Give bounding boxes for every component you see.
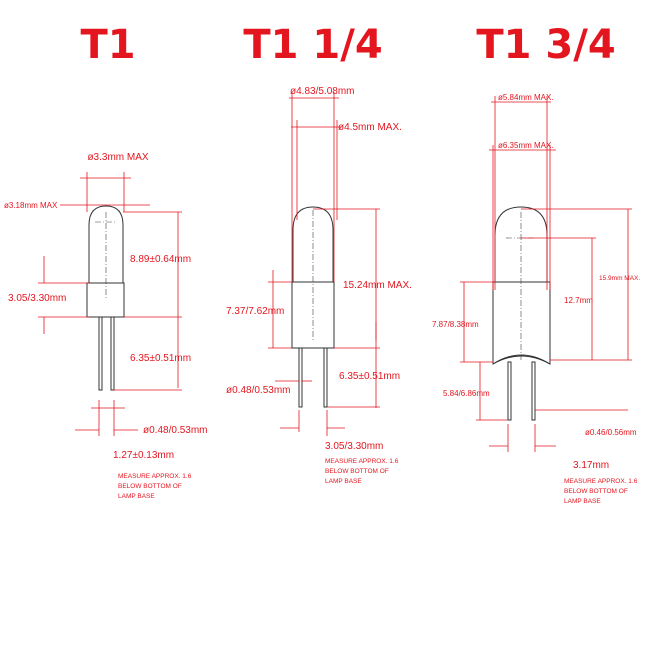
t1-1-4-lead-right xyxy=(323,347,328,408)
t1-3-4-lead-spacing: 3.17mm xyxy=(573,460,609,471)
t1-3-4-dimensions xyxy=(460,96,632,452)
t1-base-height: 3.05/3.30mm xyxy=(8,293,66,304)
t1-bulb-dia: ø3.3mm MAX xyxy=(87,152,148,163)
t1-dimensions xyxy=(38,172,182,436)
t1-1-4-lead-length: 6.35±0.51mm xyxy=(339,371,400,382)
t1-3-4-lead-right xyxy=(531,361,536,421)
t1-3-4-note-1: MEASURE APPROX. 1.6 xyxy=(564,478,638,485)
t1-3-4-lamp xyxy=(492,206,551,421)
t1-1-4-title: T1 1/4 xyxy=(243,22,382,68)
t1-3-4-bulb-dia: ø5.84mm MAX. xyxy=(498,93,554,102)
t1-lead-right xyxy=(110,316,115,391)
t1-3-4-base xyxy=(492,281,551,365)
t1-title: T1 xyxy=(80,22,135,68)
t1-1-4-dimensions xyxy=(268,92,380,436)
t1-3-4-body-height: 12.7mm xyxy=(564,296,593,305)
t1-glass-height: 8.89±0.64mm xyxy=(130,254,191,265)
t1-3-4-note-3: LAMP BASE xyxy=(564,498,601,505)
t1-3-4-lead-length: 5.84/6.86mm xyxy=(443,389,490,398)
t1-1-4-note-2: BELOW BOTTOM OF xyxy=(325,468,389,475)
t1-3-4-lead-left xyxy=(507,361,512,421)
t1-1-4-overall-height: 15.24mm MAX. xyxy=(343,280,412,291)
t1-note-3: LAMP BASE xyxy=(118,493,155,500)
t1-lead-length: 6.35±0.51mm xyxy=(130,353,191,364)
t1-base-dia: ø3.18mm MAX xyxy=(4,201,58,210)
t1-1-4-lamp xyxy=(291,206,335,408)
t1-base xyxy=(86,282,125,318)
t1-3-4-title: T1 3/4 xyxy=(476,22,615,68)
t1-1-4-lead-left xyxy=(298,347,303,408)
t1-1-4-bulb-dia: ø4.5mm MAX. xyxy=(338,122,402,133)
t1-lead-dia: ø0.48/0.53mm xyxy=(143,425,207,436)
t1-3-4-overall-height: 15.9mm MAX. xyxy=(599,275,640,282)
t1-3-4-lead-dia: ø0.46/0.56mm xyxy=(585,428,637,437)
t1-lead-spacing: 1.27±0.13mm xyxy=(113,450,174,461)
t1-note-1: MEASURE APPROX. 1.6 xyxy=(118,473,192,480)
t1-lead-left xyxy=(98,316,103,391)
t1-1-4-base-dia: ø4.83/5.08mm xyxy=(290,86,354,97)
t1-3-4-base-height: 7.87/8.38mm xyxy=(432,320,479,329)
t1-1-4-base-height: 7.37/7.62mm xyxy=(226,306,284,317)
t1-lamp xyxy=(86,205,125,391)
t1-1-4-lead-dia: ø0.48/0.53mm xyxy=(226,385,290,396)
t1-1-4-note-3: LAMP BASE xyxy=(325,478,362,485)
t1-3-4-base-dia: ø6.35mm MAX. xyxy=(498,141,554,150)
t1-1-4-lead-spacing: 3.05/3.30mm xyxy=(325,441,383,452)
t1-1-4-note-1: MEASURE APPROX. 1.6 xyxy=(325,458,399,465)
t1-3-4-note-2: BELOW BOTTOM OF xyxy=(564,488,628,495)
t1-note-2: BELOW BOTTOM OF xyxy=(118,483,182,490)
